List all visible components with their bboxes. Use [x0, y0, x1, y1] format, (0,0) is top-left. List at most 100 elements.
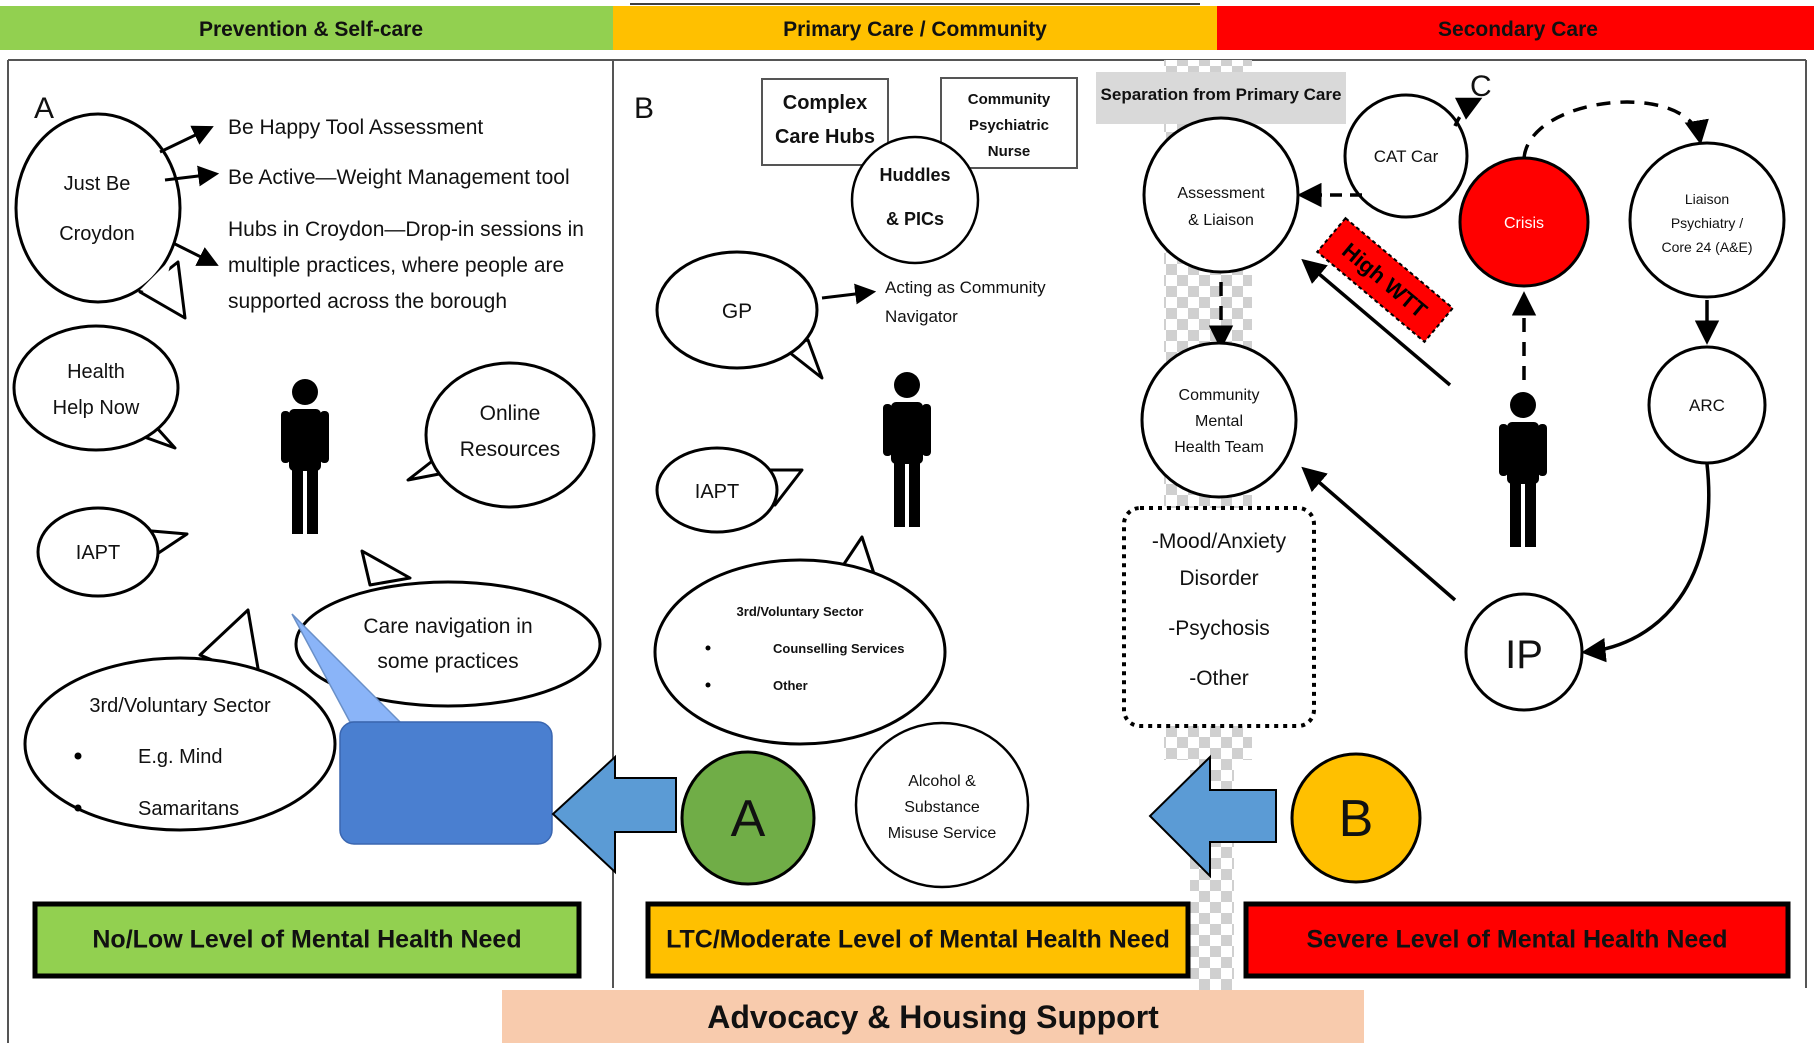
health-help-line-1: Health [67, 361, 125, 383]
primary-band [613, 6, 1217, 50]
cpn-box: Community Psychiatric Nurse [940, 77, 1078, 169]
cmht-line-1: Community [1179, 387, 1260, 404]
iapt-b-label: IAPT [695, 481, 739, 503]
cat-car-label: CAT Car [1374, 147, 1439, 166]
voluntary-b-item-2: Other [773, 678, 808, 693]
alcohol-line-3: Misuse Service [888, 825, 997, 842]
need-box-severe: Severe Level of Mental Health Need [1243, 901, 1791, 979]
cpn-line-2: Psychiatric [969, 117, 1049, 134]
complex-line-2: Care Hubs [775, 126, 875, 148]
voluntary-bubble-b: 3rd/Voluntary Sector Counselling Service… [653, 535, 947, 746]
iapt-bubble-a: IAPT [36, 506, 189, 598]
panel-b-letter: B [634, 92, 654, 125]
just-be-line-1: Just Be [64, 173, 131, 195]
hubs-line-3: supported across the borough [228, 290, 507, 313]
voluntary-b-item-1: Counselling Services [773, 641, 905, 656]
primary-label: Primary Care / Community [783, 18, 1047, 41]
separation-label: Separation from Primary Care [1101, 85, 1342, 104]
arc-circle: ARC [1647, 345, 1767, 465]
need-moderate-label: LTC/Moderate Level of Mental Health Need [666, 926, 1170, 954]
condition-4: -Other [1189, 667, 1249, 690]
liaison-line-3: Core 24 (A&E) [1661, 239, 1752, 255]
panel-b: B Complex Care Hubs Community Psychiatri… [551, 77, 1191, 979]
alcohol-line-1: Alcohol & [908, 773, 976, 790]
complex-care-hubs-box: Complex Care Hubs [761, 78, 889, 166]
voluntary-a-item-1: E.g. Mind [138, 746, 222, 768]
condition-3: -Psychosis [1168, 617, 1270, 640]
online-line-2: Resources [460, 438, 560, 461]
just-be-croydon-bubble: Just Be Croydon [14, 112, 187, 320]
voluntary-bubble-a: 3rd/Voluntary Sector E.g. Mind Samaritan… [23, 608, 337, 832]
alcohol-line-2: Substance [904, 799, 980, 816]
assessment-line-2: & Liaison [1188, 212, 1254, 229]
navigator-line-2: Navigator [885, 307, 958, 326]
need-box-low: No/Low Level of Mental Health Need [32, 901, 582, 979]
hubs-line-2: multiple practices, where people are [228, 254, 564, 277]
iapt-bubble-b: IAPT [655, 446, 804, 534]
footer-label: Advocacy & Housing Support [707, 999, 1159, 1035]
top-bar: Prevention & Self-care Primary Care / Co… [0, 3, 1814, 50]
ip-label: IP [1505, 633, 1543, 677]
health-help-now-bubble: Health Help Now [12, 324, 180, 452]
huddles-line-1: Huddles [879, 165, 950, 185]
cpn-line-3: Nurse [988, 143, 1031, 160]
panel-a: A Just Be Croydon Be Happy Tool Assessme… [12, 92, 602, 979]
cpn-line-1: Community [968, 91, 1051, 108]
gp-bubble: GP [655, 250, 824, 380]
ip-circle: IP [1464, 592, 1584, 712]
cmht-line-3: Health Team [1174, 439, 1264, 456]
just-be-line-2: Croydon [59, 223, 135, 245]
voluntary-b-title: 3rd/Voluntary Sector [737, 604, 864, 619]
huddles-line-2: & PICs [886, 209, 944, 229]
condition-1: -Mood/Anxiety [1152, 530, 1287, 553]
care-navigation-bubble: Care navigation in some practices [294, 549, 602, 708]
be-active-tool: Be Active—Weight Management tool [228, 166, 570, 189]
gp-label: GP [722, 300, 752, 323]
footer-bar: Advocacy & Housing Support [502, 990, 1364, 1043]
care-nav-line-2: some practices [377, 650, 518, 673]
panel-a-letter: A [34, 92, 54, 125]
crisis-label: Crisis [1504, 215, 1544, 232]
step-circle-a-label: A [731, 790, 766, 848]
be-happy-tool: Be Happy Tool Assessment [228, 116, 483, 139]
voluntary-a-item-2: Samaritans [138, 798, 239, 820]
need-box-moderate: LTC/Moderate Level of Mental Health Need [645, 901, 1191, 979]
step-circle-a: A [680, 750, 816, 886]
online-line-1: Online [480, 402, 541, 425]
voluntary-a-title: 3rd/Voluntary Sector [89, 695, 271, 717]
prevention-label: Prevention & Self-care [199, 18, 423, 41]
person-icon-b [883, 372, 931, 527]
alcohol-circle: Alcohol & Substance Misuse Service [854, 721, 1030, 889]
person-icon-c [1499, 392, 1547, 547]
liaison-line-1: Liaison [1685, 191, 1729, 207]
secondary-band [1217, 6, 1814, 50]
health-help-line-2: Help Now [53, 397, 140, 419]
iapt-a-label: IAPT [76, 542, 120, 564]
secondary-label: Secondary Care [1438, 18, 1598, 41]
assessment-circle: Assessment & Liaison [1142, 116, 1300, 274]
liaison-circle: Liaison Psychiatry / Core 24 (A&E) [1628, 141, 1786, 299]
assessment-line-1: Assessment [1177, 185, 1265, 202]
arc-label: ARC [1689, 396, 1725, 415]
step-circle-b: B [1290, 752, 1422, 884]
care-nav-line-1: Care navigation in [363, 615, 532, 638]
online-resources-bubble: Online Resources [406, 361, 596, 509]
person-icon-a [281, 379, 329, 534]
condition-2: Disorder [1179, 567, 1258, 590]
cmht-circle: Community Mental Health Team [1140, 341, 1298, 499]
step-arrow-b [1148, 754, 1277, 879]
crisis-circle: Crisis [1458, 156, 1590, 288]
complex-line-1: Complex [783, 92, 867, 114]
step-circle-b-label: B [1339, 790, 1374, 848]
need-severe-label: Severe Level of Mental Health Need [1307, 926, 1728, 954]
step-arrow-a [551, 754, 677, 875]
cmht-line-2: Mental [1195, 413, 1243, 430]
high-wtt-sign: High WTT [1315, 216, 1455, 344]
navigator-line-1: Acting as Community [885, 278, 1046, 297]
hubs-line-1: Hubs in Croydon—Drop-in sessions in [228, 218, 584, 241]
cat-car-circle: CAT Car [1343, 93, 1469, 219]
panel-c: C Assessment & Liaison CAT Car Crisis Li… [1122, 70, 1791, 979]
prevention-band [0, 6, 613, 50]
conditions-box: -Mood/Anxiety Disorder -Psychosis -Other [1122, 506, 1316, 728]
liaison-line-2: Psychiatry / [1671, 215, 1743, 231]
